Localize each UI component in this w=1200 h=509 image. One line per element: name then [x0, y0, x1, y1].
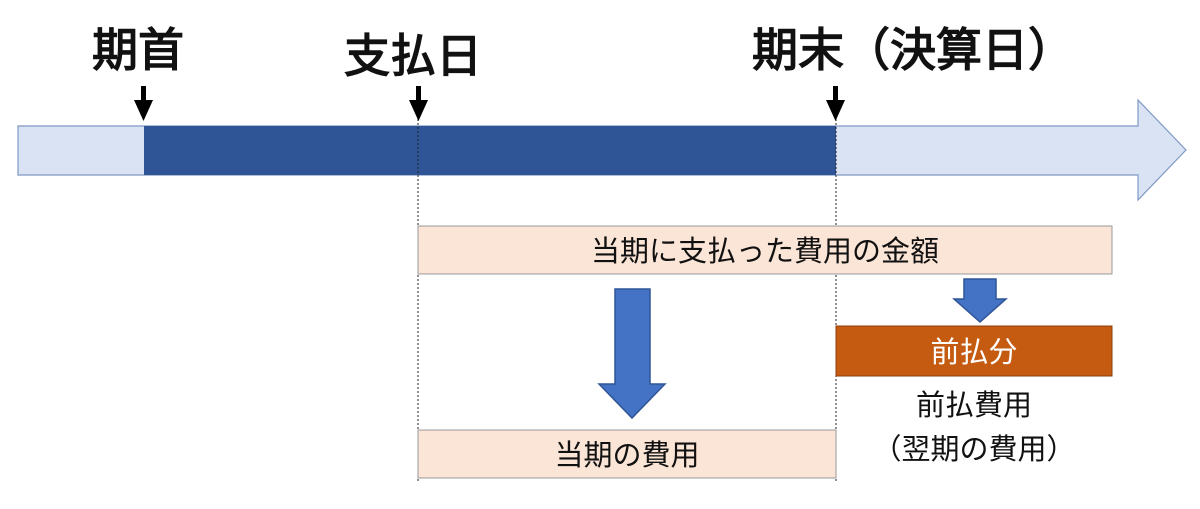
paid-amount-box: [417, 225, 1113, 275]
period-start-label: 期首: [92, 23, 184, 77]
next-period-expense-label: （翌期の費用）: [872, 432, 1075, 466]
period-start-marker-icon: [134, 86, 153, 121]
period-end-marker-icon: [826, 86, 845, 121]
prepaid-expense-label: 前払費用: [916, 388, 1032, 422]
payment-date-label: 支払日: [344, 29, 482, 83]
period-end-label: 期末（決算日）: [752, 23, 1074, 77]
prepaid-portion-label: 前払分: [930, 335, 1017, 369]
down-arrow-icon: [597, 288, 667, 420]
paid-amount-label: 当期に支払った費用の金額: [591, 234, 939, 268]
prepaid-portion-box: [835, 325, 1113, 377]
current-period-band: [144, 126, 836, 175]
small-down-arrow-icon: [952, 278, 1008, 324]
current-expense-box: [417, 429, 837, 479]
payment-date-marker-icon: [409, 86, 428, 121]
current-expense-label: 当期の費用: [554, 438, 699, 472]
